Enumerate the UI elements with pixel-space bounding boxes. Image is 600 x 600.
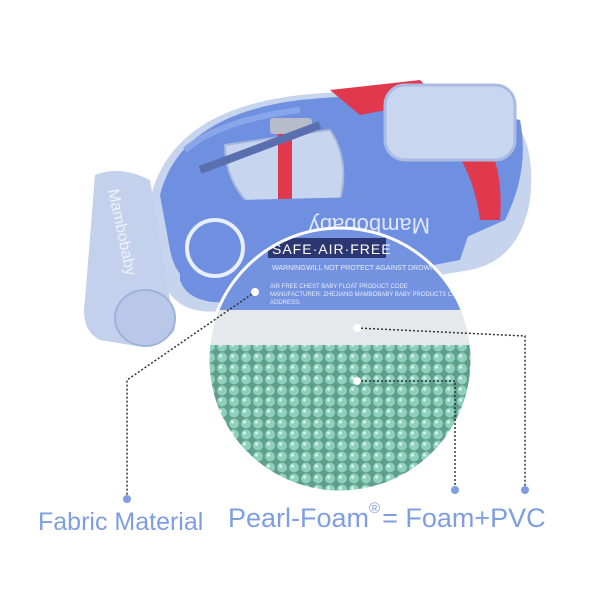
label-product-line: AIR FREE CHEST BABY FLOAT PRODUCT CODE (270, 284, 408, 290)
label-maker-line: MANUFACTURER: ZHEJIANG MAMBOBABY BABY PR… (270, 292, 472, 298)
side-pillow: Mambobaby (84, 171, 176, 347)
logo-mark (185, 218, 245, 278)
label-header: SAFE·AIR·FREE (272, 241, 392, 257)
callout-dots (123, 288, 529, 503)
label-address-line: ADDRESS: (270, 300, 301, 306)
registered-mark: ® (369, 500, 381, 517)
pearl-foam-text: Pearl-Foam (228, 503, 370, 533)
label-warning-text: WILL NOT PROTECT AGAINST DROWNING (306, 265, 448, 272)
formula-text: = Foam+PVC (382, 503, 546, 533)
pearl-foam-caption: Pearl-Foam®= Foam+PVC (228, 500, 546, 534)
label-warning: WARNING (272, 265, 306, 272)
leader-lines (126, 291, 526, 495)
fabric-material-caption: Fabric Material (38, 508, 204, 536)
